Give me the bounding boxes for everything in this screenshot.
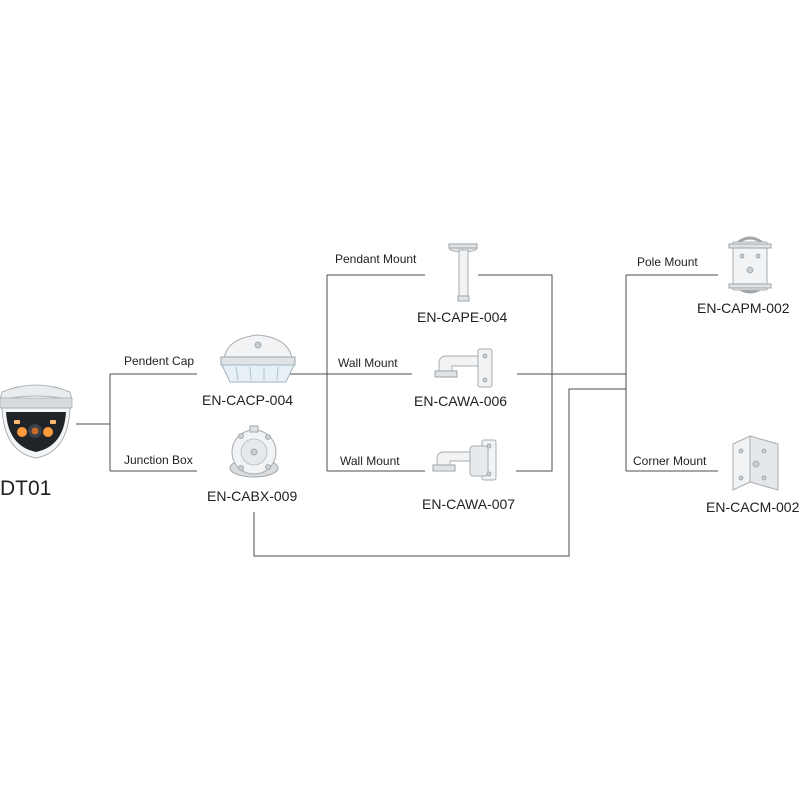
connector-lines — [76, 274, 718, 557]
pole-mount-icon — [728, 236, 772, 294]
model-en-cawa-006: EN-CAWA-006 — [414, 393, 507, 409]
label-pendent-cap: Pendent Cap — [124, 354, 194, 368]
label-pendant-mount: Pendant Mount — [335, 252, 417, 266]
label-pole-mount: Pole Mount — [637, 255, 698, 269]
model-en-cape-004: EN-CAPE-004 — [417, 309, 507, 325]
wall-mount-box-icon — [432, 439, 497, 481]
model-en-cawa-007: EN-CAWA-007 — [422, 496, 515, 512]
wall-mount-icon — [434, 348, 493, 388]
label-junction-box: Junction Box — [124, 453, 193, 467]
label-corner-mount: Corner Mount — [633, 454, 707, 468]
connector-camera — [76, 373, 197, 472]
camera-name: DT01 — [0, 477, 51, 500]
dome-camera-icon — [0, 384, 73, 459]
pendent-cap-icon — [220, 334, 296, 383]
label-wall-mount-1: Wall Mount — [338, 356, 398, 370]
connector-mount-bracket — [326, 274, 425, 472]
connector-pole-corner — [625, 274, 718, 472]
model-en-cacm-002: EN-CACM-002 — [706, 499, 800, 515]
connector-mounts-right — [478, 274, 553, 472]
pendant-mount-icon — [448, 243, 478, 302]
model-en-cacp-004: EN-CACP-004 — [202, 392, 293, 408]
connector-junction-box — [253, 388, 626, 557]
label-wall-mount-2: Wall Mount — [340, 454, 400, 468]
junction-box-icon — [229, 425, 279, 478]
model-en-capm-002: EN-CAPM-002 — [697, 300, 790, 316]
corner-mount-icon — [732, 435, 779, 491]
model-en-cabx-009: EN-CABX-009 — [207, 488, 297, 504]
